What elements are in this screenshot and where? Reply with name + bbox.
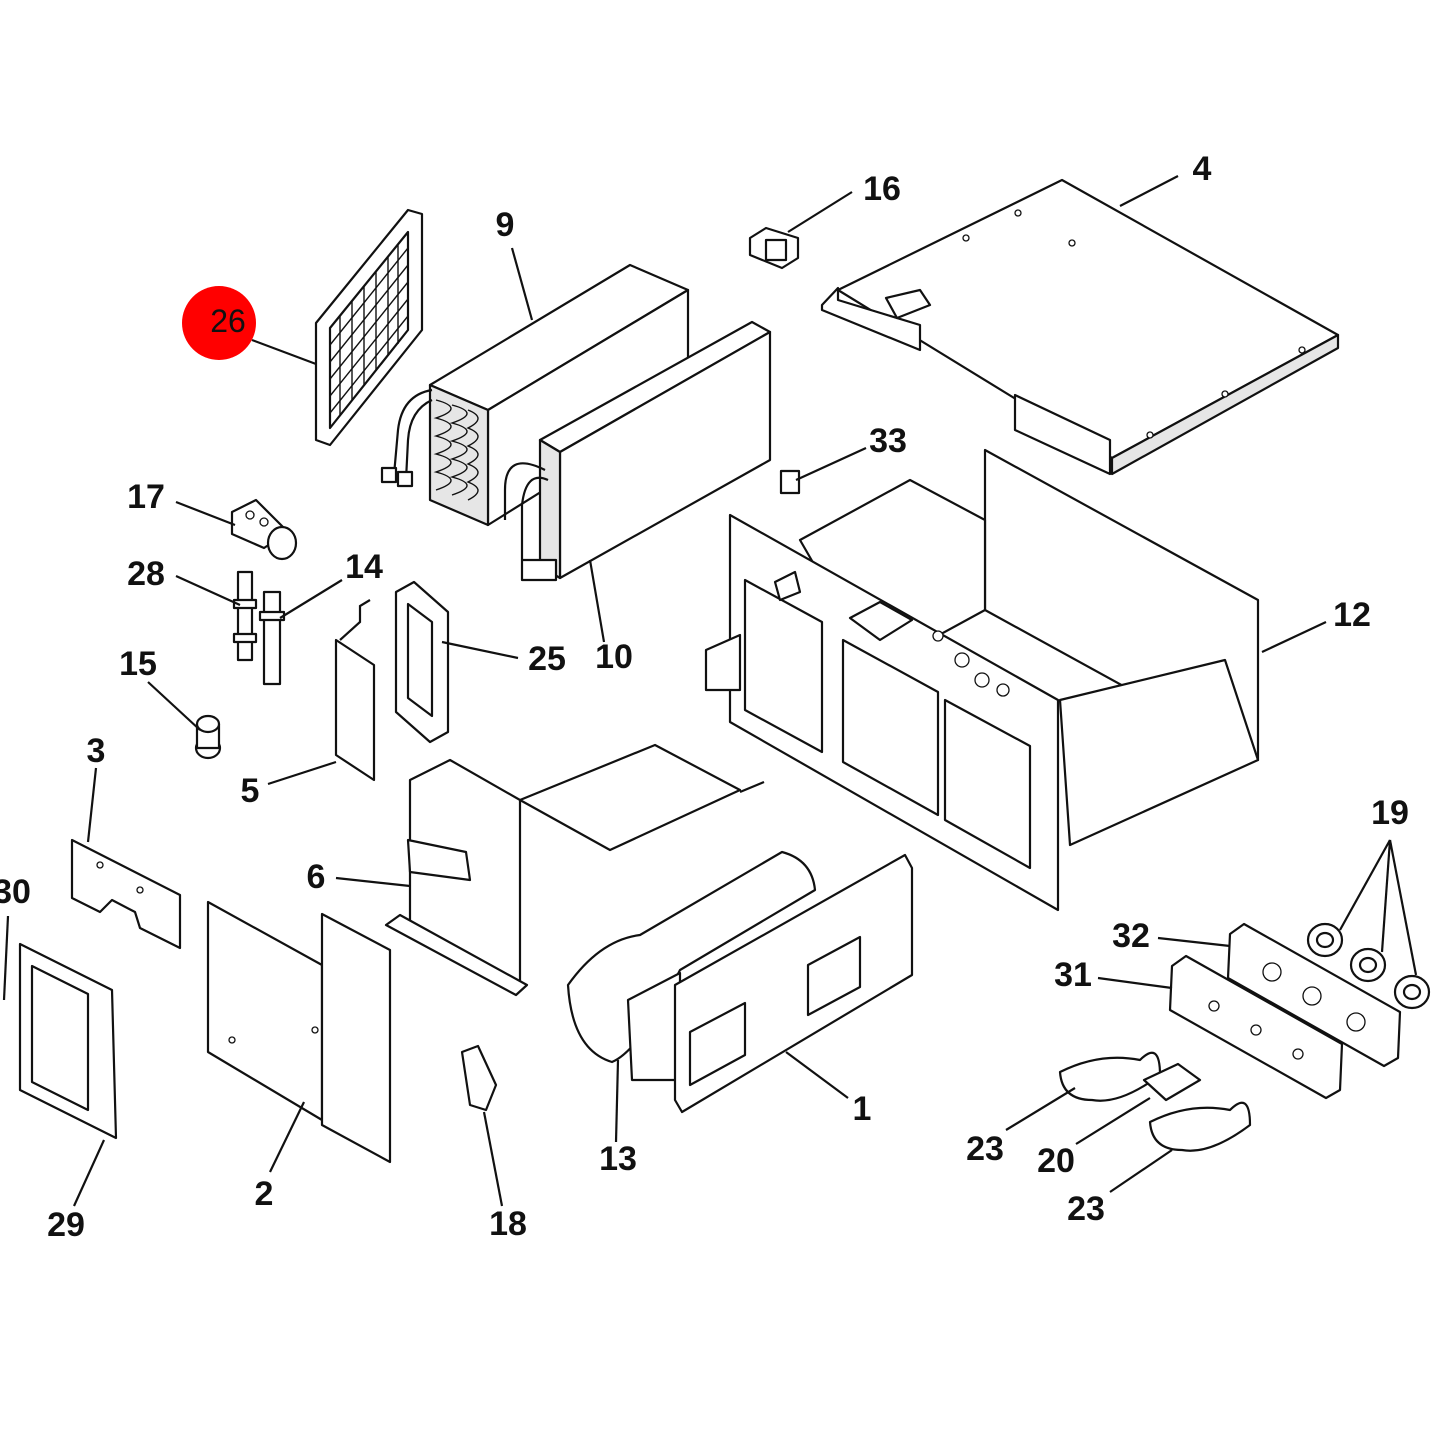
part-20-connector[interactable]: [1142, 1062, 1202, 1102]
part-31-plate[interactable]: [1168, 954, 1344, 1100]
part-6-blower-bracket[interactable]: [384, 743, 765, 997]
callout-29: 29: [47, 1206, 85, 1244]
callout-10: 10: [595, 638, 633, 676]
part-14-fitting[interactable]: [258, 590, 286, 686]
callout-18: 18: [489, 1205, 527, 1243]
part-32-plate[interactable]: [1226, 922, 1402, 1068]
callout-9: 9: [496, 206, 515, 244]
callout-12: 12: [1333, 596, 1371, 634]
part-18-clip[interactable]: [460, 1044, 498, 1112]
part-4-top-cover[interactable]: [820, 178, 1340, 476]
leader-lines: [2, 175, 1418, 1207]
callout-17: 17: [127, 478, 165, 516]
callout-23-b: 23: [1067, 1190, 1105, 1228]
highlight-callout[interactable]: 26: [182, 286, 256, 360]
callout-20: 20: [1037, 1142, 1075, 1180]
callout-30: 30: [0, 873, 31, 911]
callout-13: 13: [599, 1140, 637, 1178]
part-16-switch[interactable]: [748, 226, 800, 270]
highlight-marker: [182, 286, 256, 360]
part-26-filter[interactable]: [314, 208, 424, 447]
callout-19: 19: [1371, 794, 1409, 832]
part-15-grommet[interactable]: [194, 714, 222, 760]
callout-6: 6: [307, 858, 326, 896]
callout-labels: 1 2 3 4 5 6 9 10 12 13 14 15 16 17 18 19…: [0, 150, 1409, 1244]
part-2-side-panel[interactable]: [206, 900, 392, 1164]
callout-28: 28: [127, 555, 165, 593]
callout-32: 32: [1112, 917, 1150, 955]
callout-25: 25: [528, 640, 566, 678]
callout-3: 3: [87, 732, 106, 770]
callout-33: 33: [869, 422, 907, 460]
part-28-fitting[interactable]: [232, 570, 258, 662]
part-3-plate[interactable]: [70, 838, 182, 950]
part-19-knob[interactable]: [1306, 922, 1431, 1010]
part-17-expansion-valve[interactable]: [230, 498, 298, 561]
callout-15: 15: [119, 645, 157, 683]
callout-26: 26: [210, 303, 246, 339]
callout-31: 31: [1054, 956, 1092, 994]
callout-2: 2: [255, 1175, 274, 1213]
part-29-frame[interactable]: [18, 942, 118, 1140]
part-12-housing[interactable]: [704, 448, 1260, 912]
callout-23-a: 23: [966, 1130, 1004, 1168]
callout-1: 1: [853, 1090, 872, 1128]
part-33-clip[interactable]: [779, 469, 801, 495]
callout-4: 4: [1193, 150, 1212, 188]
callout-5: 5: [241, 772, 260, 810]
part-10-heater-core[interactable]: [503, 320, 772, 582]
callout-14: 14: [345, 548, 383, 586]
part-1-front-panel[interactable]: [673, 853, 914, 1114]
callout-16: 16: [863, 170, 901, 208]
part-5-bracket[interactable]: [334, 599, 376, 782]
part-25-gasket[interactable]: [394, 580, 450, 744]
